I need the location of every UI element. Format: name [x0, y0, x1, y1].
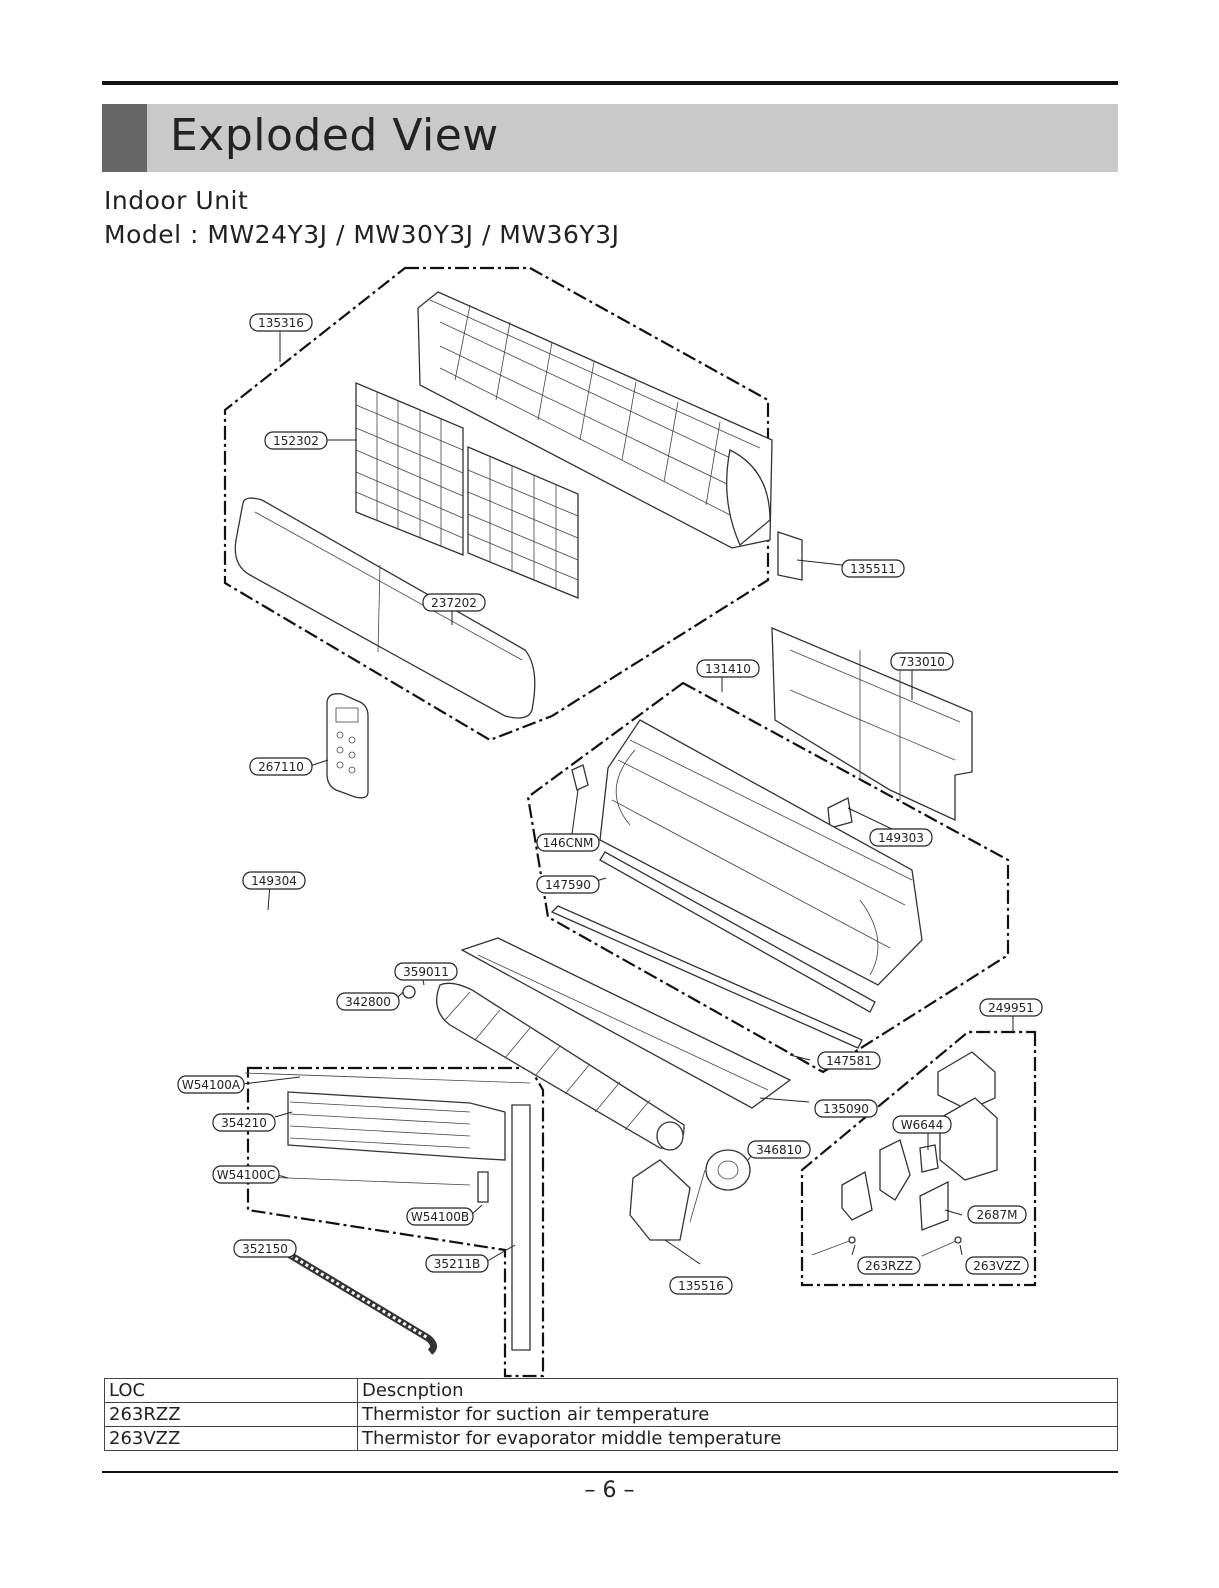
callout-147581: 147581 [817, 1051, 881, 1070]
subtitle: Indoor Unit [104, 186, 249, 215]
svg-text:131410: 131410 [705, 662, 751, 676]
group-outline-controlbox [800, 1030, 1037, 1287]
svg-text:342800: 342800 [345, 995, 391, 1009]
drain-pan-part [460, 937, 792, 1109]
callout-152302: 152302 [264, 431, 328, 450]
table-header-cell: LOC [104, 1378, 358, 1403]
svg-text:135316: 135316 [258, 316, 304, 330]
chassis-part [599, 719, 923, 986]
motor-mount-part [629, 1159, 691, 1241]
bracket-part [827, 797, 853, 829]
exploded-diagram: 135316 152302 237202 135511 131410 73301… [177, 266, 1043, 1378]
vane-part [550, 851, 876, 1049]
svg-text:35211B: 35211B [434, 1257, 480, 1271]
group-outline-front [223, 266, 770, 742]
title-bar: Exploded View [102, 104, 1118, 172]
svg-text:352150: 352150 [242, 1242, 288, 1256]
svg-text:249951: 249951 [988, 1001, 1034, 1015]
callout-149303: 149303 [869, 828, 933, 847]
display-cover-part [777, 531, 803, 581]
callout-149304: 149304 [242, 871, 306, 890]
installation-plate-part [771, 627, 973, 822]
svg-text:146CNM: 146CNM [543, 836, 594, 850]
svg-text:263RZZ: 263RZZ [865, 1259, 913, 1273]
air-filter-part [355, 382, 579, 599]
page-number: – 6 – [584, 1478, 635, 1503]
callout-354210: 354210 [212, 1113, 276, 1132]
table-cell: 263VZZ [104, 1426, 358, 1451]
svg-text:135090: 135090 [823, 1102, 869, 1116]
step-motor-part [571, 764, 589, 791]
svg-text:152302: 152302 [273, 434, 319, 448]
callout-249951: 249951 [979, 998, 1043, 1017]
callout-342800: 342800 [336, 992, 400, 1011]
svg-text:2687M: 2687M [977, 1208, 1018, 1222]
callout-2687M: 2687M [967, 1205, 1027, 1224]
title-tab [102, 104, 147, 172]
table-cell: 263RZZ [104, 1402, 358, 1427]
evaporator-part [244, 1072, 531, 1186]
callout-263RZZ: 263RZZ [857, 1256, 921, 1275]
cross-flow-fan-part [436, 982, 685, 1151]
callout-W54100C: W54100C [212, 1165, 280, 1184]
model-line: Model : MW24Y3J / MW30Y3J / MW36Y3J [104, 220, 620, 249]
bottom-rule [102, 1471, 1118, 1473]
table-header-row: LOC Descnption [104, 1378, 1118, 1403]
front-panel-part [234, 497, 536, 719]
svg-text:W6644: W6644 [901, 1118, 943, 1132]
svg-text:346810: 346810 [756, 1143, 802, 1157]
svg-text:149304: 149304 [251, 874, 297, 888]
svg-text:135511: 135511 [850, 562, 896, 576]
callout-267110: 267110 [249, 757, 313, 776]
drain-hose-part [283, 1249, 437, 1355]
front-grille-part [417, 291, 773, 549]
thermistor-part [811, 1236, 962, 1257]
bearing-part [402, 985, 416, 999]
drain-hose-cover-part [511, 1104, 531, 1351]
callout-147590: 147590 [536, 875, 600, 894]
svg-text:733010: 733010 [899, 655, 945, 669]
callout-135316: 135316 [249, 313, 313, 332]
callout-733010: 733010 [890, 652, 954, 671]
callout-146CNM: 146CNM [536, 833, 600, 852]
svg-text:359011: 359011 [403, 965, 449, 979]
svg-text:237202: 237202 [431, 596, 477, 610]
svg-text:263VZZ: 263VZZ [973, 1259, 1021, 1273]
callout-263VZZ: 263VZZ [965, 1256, 1029, 1275]
control-box-part [841, 1051, 998, 1231]
callout-35211B: 35211B [425, 1254, 489, 1273]
page-title: Exploded View [170, 110, 499, 161]
table-cell: Thermistor for suction air temperature [357, 1402, 1118, 1427]
svg-text:149303: 149303 [878, 831, 924, 845]
callout-237202: 237202 [422, 593, 486, 612]
callout-352150: 352150 [233, 1239, 297, 1258]
svg-text:354210: 354210 [221, 1116, 267, 1130]
svg-text:W54100C: W54100C [217, 1168, 275, 1182]
svg-text:W54100B: W54100B [411, 1210, 469, 1224]
callout-W54100B: W54100B [406, 1207, 474, 1226]
loc-description-table: LOC Descnption 263RZZ Thermistor for suc… [104, 1378, 1118, 1451]
svg-text:147581: 147581 [826, 1054, 872, 1068]
table-row: 263RZZ Thermistor for suction air temper… [104, 1402, 1118, 1427]
callout-W54100A: W54100A [177, 1075, 245, 1094]
callout-359011: 359011 [394, 962, 458, 981]
callout-131410: 131410 [696, 659, 760, 678]
table-row: 263VZZ Thermistor for evaporator middle … [104, 1426, 1118, 1451]
svg-text:267110: 267110 [258, 760, 304, 774]
fan-motor-part [689, 1149, 751, 1223]
remote-control-part [326, 693, 369, 799]
callout-135090: 135090 [814, 1099, 878, 1118]
callout-135516: 135516 [669, 1276, 733, 1295]
top-rule [102, 81, 1118, 85]
table-cell: Thermistor for evaporator middle tempera… [357, 1426, 1118, 1451]
callout-W6644: W6644 [892, 1115, 952, 1134]
svg-text:147590: 147590 [545, 878, 591, 892]
callout-346810: 346810 [747, 1140, 811, 1159]
callout-135511: 135511 [841, 559, 905, 578]
side-plate-part [477, 1171, 489, 1203]
group-outline-chassis [526, 681, 1010, 1074]
svg-text:W54100A: W54100A [182, 1078, 241, 1092]
svg-text:135516: 135516 [678, 1279, 724, 1293]
table-header-cell: Descnption [357, 1378, 1118, 1403]
